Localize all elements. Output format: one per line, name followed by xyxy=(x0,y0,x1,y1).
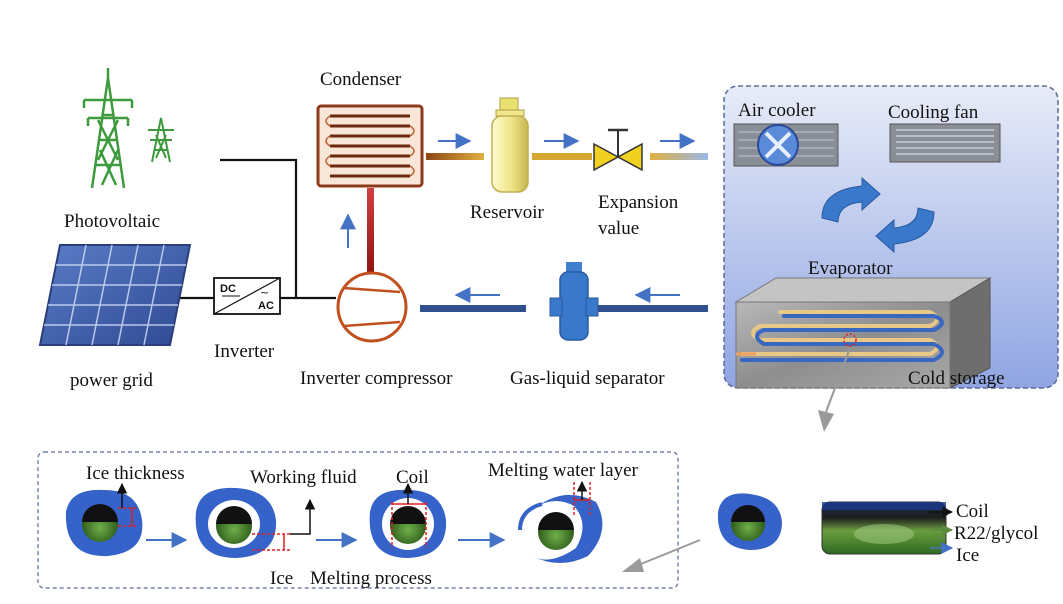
air-cooler-label: Air cooler xyxy=(738,100,816,121)
cold-storage-icon xyxy=(734,277,992,389)
cooling-fan-label: Cooling fan xyxy=(888,102,979,123)
ice-stage-3 xyxy=(369,482,447,558)
zoom-pointer xyxy=(818,347,851,432)
condenser-icon xyxy=(316,104,424,188)
gas-liquid-separator-icon xyxy=(549,262,599,341)
expansion-label-line2: value xyxy=(598,218,640,239)
expansion-valve-icon xyxy=(593,128,643,172)
pipe-valve-evaporator xyxy=(650,153,708,160)
coil-label: Coil xyxy=(396,467,429,488)
legend-ice-label: Ice xyxy=(956,545,980,566)
zoom-pointer-back xyxy=(622,539,701,572)
pipe-separator-evaporator xyxy=(598,305,708,312)
gas-liquid-separator-label: Gas-liquid separator xyxy=(510,368,665,389)
inverter-label: Inverter xyxy=(214,341,275,362)
melting-process-label: Melting process xyxy=(310,568,432,589)
inverter-compressor-label: Inverter compressor xyxy=(300,368,453,389)
transmission-tower-icon xyxy=(82,68,134,189)
expansion-label-line1: Expansion xyxy=(598,192,679,213)
compressor-icon xyxy=(336,188,408,343)
melting-process-panel xyxy=(37,451,679,589)
svg-text:~: ~ xyxy=(260,286,269,299)
ice-thickness-label: Ice thickness xyxy=(86,463,185,484)
inverter-ac-label: AC xyxy=(258,300,274,312)
air-cooler-icon xyxy=(733,123,839,167)
small-tower-icon xyxy=(148,117,174,163)
ice-stage-2 xyxy=(195,487,316,558)
pipe-condenser-reservoir xyxy=(426,153,484,160)
condenser-label: Condenser xyxy=(320,69,402,90)
legend-r22-glycol-label: R22/glycol xyxy=(954,523,1039,544)
coil-cylinder-icon xyxy=(821,501,954,555)
melting-water-layer-label: Melting water layer xyxy=(488,460,638,481)
reservoir-icon xyxy=(491,97,529,193)
evaporator-label: Evaporator xyxy=(808,258,893,279)
ice-stage-4 xyxy=(518,480,603,563)
inverter-icon: DC AC ~ xyxy=(213,277,281,315)
legend-coil-label: Coil xyxy=(956,501,989,522)
pipe-reservoir-valve xyxy=(532,153,592,160)
photovoltaic-label: Photovoltaic xyxy=(64,211,161,232)
ice-cross-section-icon xyxy=(717,493,782,550)
power-wiring xyxy=(180,158,336,300)
cold-storage-label: Cold storage xyxy=(908,368,1005,389)
pipe-compressor-separator xyxy=(420,305,526,312)
cooling-fan-icon xyxy=(889,123,1001,163)
circulation-arrows-icon xyxy=(821,176,935,254)
inverter-dc-label: DC xyxy=(220,283,236,295)
power-grid-label: power grid xyxy=(70,370,153,391)
ice-label: Ice xyxy=(270,568,294,589)
photovoltaic-panel-icon xyxy=(38,244,192,346)
working-fluid-label: Working fluid xyxy=(250,467,357,488)
reservoir-label: Reservoir xyxy=(470,202,544,223)
ice-stage-1 xyxy=(65,482,143,557)
